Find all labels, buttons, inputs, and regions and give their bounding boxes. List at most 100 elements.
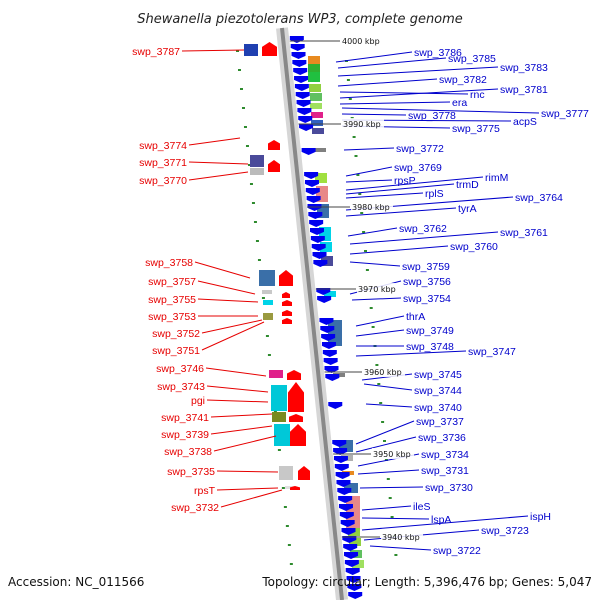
forward-gene-arrow [321,342,336,349]
forward-label-leader [339,101,451,105]
forward-gene-arrow [333,448,348,455]
reverse-gene-arrow [290,486,300,490]
forward-label-leader [345,192,424,199]
kbp-tick-bg [372,448,414,459]
forward-label-leader [341,113,407,116]
forward-label-leader [345,207,457,217]
kbp-tick-label: 3940 kbp [382,533,420,542]
forward-gene-label: swp_3760 [450,241,498,253]
kbp-tick-label: 3950 kbp [373,450,411,459]
reverse-gene-arrow [298,466,310,480]
forward-label-leader [355,329,405,337]
forward-gene-label: swp_3740 [414,402,462,414]
forward-gene-label: rpsP [394,175,416,187]
forward-gene-label: swp_3722 [433,545,481,557]
track-tick [257,259,261,261]
forward-gene-arrow [321,334,336,341]
reverse-gene-label: swp_3739 [161,429,209,441]
gene-block [250,155,264,167]
forward-label-leader [363,383,413,391]
forward-gene-arrow [297,108,312,115]
reverse-gene-arrow [282,300,292,306]
reverse-gene-label: pgi [191,395,205,407]
forward-gene-arrow [323,358,338,365]
reverse-gene-label: swp_3743 [157,381,205,393]
gene-block [309,84,321,92]
reverse-gene-label: swp_3753 [148,311,196,323]
track-tick [381,421,385,423]
track-tick [243,126,247,128]
forward-label-leader [347,227,398,237]
forward-gene-label: era [452,97,467,109]
gene-block [311,112,323,118]
gene-block [250,168,264,175]
track-tick [247,164,251,166]
reverse-gene-label: swp_3755 [148,294,196,306]
forward-gene-label: thrA [406,311,425,323]
forward-gene-arrow [339,512,354,519]
forward-gene-arrow [328,402,343,409]
reverse-label-leader [213,435,277,452]
forward-gene-arrow [345,568,360,575]
forward-label-leader [339,91,469,95]
track-tick [239,88,243,90]
gene-block [308,56,320,64]
forward-label-leader [337,66,499,77]
kbp-tick-bg [351,201,393,212]
forward-gene-label: swp_3764 [515,192,563,204]
kbp-tick-bg [341,35,383,46]
forward-gene-label: swp_3734 [421,449,469,461]
forward-gene-arrow [295,92,310,99]
track-tick [251,202,255,204]
forward-label-leader [337,78,438,87]
track-tick [261,297,265,299]
forward-label-leader [361,505,412,511]
gene-block [262,290,272,294]
track-tick [375,364,379,366]
forward-gene-label: swp_3723 [481,525,529,537]
track-tick [386,478,390,480]
gene-block [349,538,361,546]
reverse-gene-arrow [279,270,293,286]
reverse-gene-label: swp_3746 [156,363,204,375]
forward-gene-arrow [347,584,362,591]
forward-gene-label: swp_3783 [500,62,548,74]
forward-gene-arrow [317,296,332,303]
forward-gene-arrow [338,496,353,503]
forward-gene-arrow [340,520,355,527]
gene-block [314,148,326,152]
reverse-label-leader [201,321,265,351]
forward-gene-arrow [324,366,339,373]
forward-gene-label: swp_3747 [468,346,516,358]
forward-gene-arrow [309,220,324,227]
reverse-gene-arrow [289,414,303,422]
forward-gene-label: rnc [470,89,485,101]
track-tick [348,98,352,100]
track-tick [285,525,289,527]
forward-gene-label: swp_3736 [418,432,466,444]
track-tick [289,563,293,565]
gene-block [274,424,290,446]
gene-block [324,291,336,297]
forward-gene-arrow [319,318,334,325]
reverse-gene-label: swp_3758 [145,257,193,269]
gene-block [244,44,258,56]
track-tick [245,145,249,147]
track-tick [346,79,350,81]
forward-gene-arrow [344,552,359,559]
forward-label-leader [341,107,540,114]
reverse-gene-label: swp_3770 [139,175,187,187]
forward-gene-arrow [344,560,359,567]
forward-label-leader [345,166,393,177]
forward-gene-arrow [304,172,319,179]
gene-labels: swp_3787swp_3774swp_3771swp_3770swp_3758… [132,46,589,557]
forward-gene-arrow [312,252,327,259]
reverse-gene-arrow [290,424,306,446]
forward-gene-label: swp_3781 [500,84,548,96]
forward-label-leader [351,297,402,301]
forward-gene-arrow [341,528,356,535]
track-tick [287,544,291,546]
forward-gene-label: swp_3756 [403,276,451,288]
track-tick [365,269,369,271]
forward-label-leader [343,147,395,151]
